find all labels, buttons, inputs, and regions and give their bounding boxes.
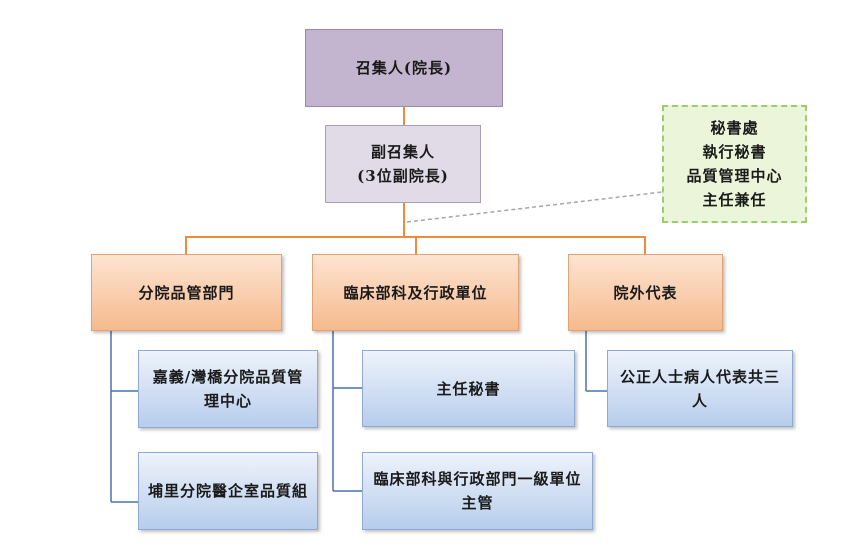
child-box-chief-secretary: 主任秘書	[362, 350, 575, 427]
secretariat-box: 秘書處 執行秘書 品質管理中心 主任兼任	[662, 105, 807, 223]
child-label-1a: 嘉義/灣橋分院品質管理中心	[152, 368, 304, 410]
secretariat-line-4: 主任兼任	[702, 191, 767, 209]
convener-box: 召集人(院長)	[305, 29, 503, 107]
child-label-3a: 公正人士病人代表共三人	[619, 367, 780, 410]
secretariat-dashed-line	[406, 191, 663, 223]
child-box-chiayi-wanqiao: 嘉義/灣橋分院品質管理中心	[138, 350, 318, 428]
child-box-dept-heads: 臨床部科與行政部門一級單位主管	[362, 452, 593, 530]
child-box-puli: 埔里分院醫企室品質組	[138, 452, 318, 530]
child-label-2b: 臨床部科與行政部門一級單位主管	[373, 470, 582, 512]
convener-label: 召集人(院長)	[355, 59, 453, 77]
child-label-1b: 埔里分院醫企室品質組	[147, 482, 308, 500]
deputy-box: 副召集人 (3位副院長)	[325, 125, 481, 203]
branch-box-hospital-qa: 分院品管部門	[91, 254, 282, 331]
secretariat-line-1: 秘書處	[710, 119, 759, 137]
secretariat-line-2: 執行秘書	[702, 143, 767, 161]
deputy-label: 副召集人	[370, 143, 435, 161]
branch-label-2: 臨床部科及行政單位	[343, 283, 488, 302]
child-label-2a: 主任秘書	[436, 379, 501, 398]
branch-label-1: 分院品管部門	[138, 283, 235, 302]
branch-box-clinical-admin: 臨床部科及行政單位	[312, 254, 519, 331]
branch-box-external: 院外代表	[568, 254, 723, 331]
branch-label-3: 院外代表	[613, 283, 678, 302]
secretariat-line-3: 品質管理中心	[686, 167, 783, 185]
child-box-public-reps: 公正人士病人代表共三人	[607, 350, 793, 427]
deputy-sublabel: (3位副院長)	[357, 167, 449, 185]
